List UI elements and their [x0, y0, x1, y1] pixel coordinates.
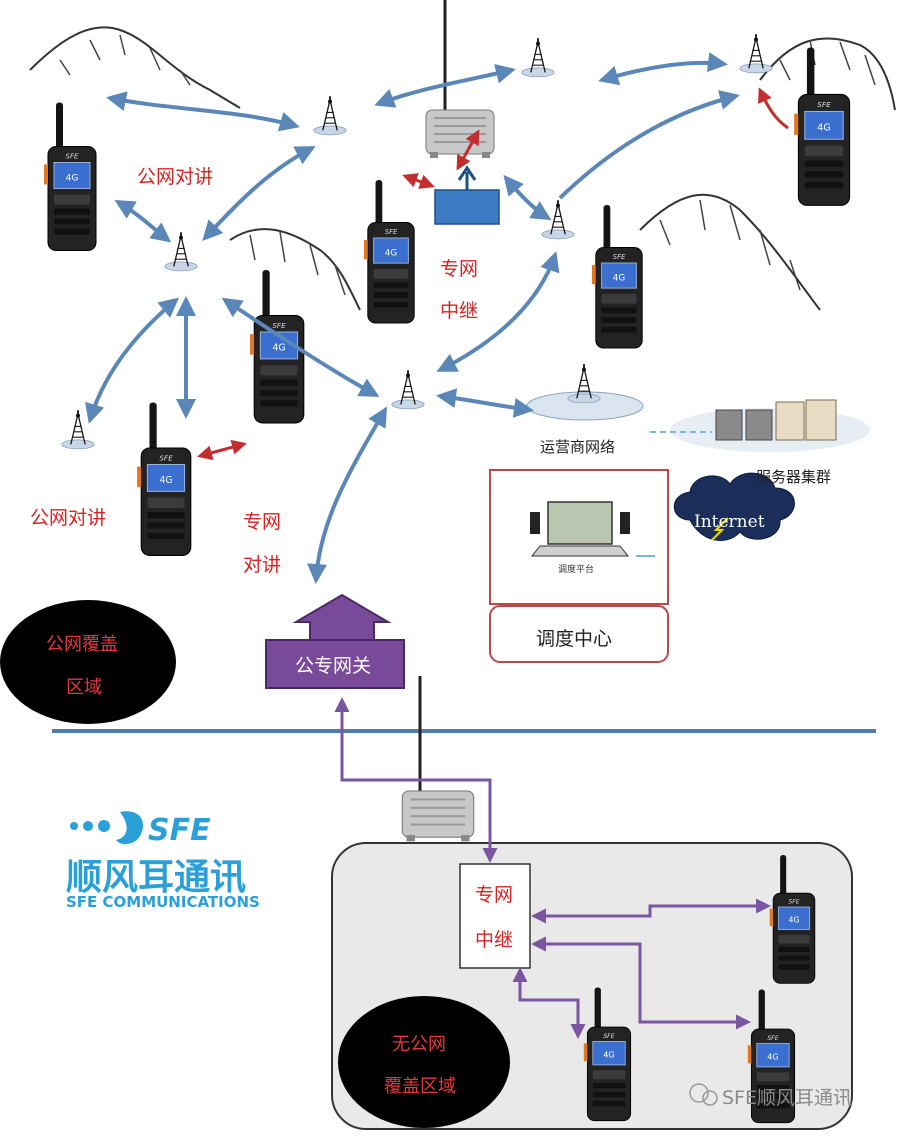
- cell-tower-icon: [520, 38, 556, 78]
- cell-tower-icon: [312, 96, 348, 136]
- label-relay-bottom-1: 专网: [475, 884, 514, 906]
- label-private-relay-top-1: 专网: [440, 258, 479, 280]
- wechat-icon: [689, 1083, 718, 1106]
- purple-links: [334, 697, 771, 1039]
- cell-tower-icon: [163, 232, 199, 272]
- blue-links: [85, 52, 740, 584]
- label-public-talk-left: 公网对讲: [30, 507, 107, 529]
- server-icon: [715, 399, 837, 441]
- mountain-sketch: [639, 193, 821, 311]
- mountain-hatch: [59, 34, 191, 86]
- repeater-icon: [401, 789, 475, 843]
- repeater-icon: [425, 109, 495, 159]
- gateway-box: [265, 639, 405, 689]
- walkie-talkie-icon: [43, 101, 97, 252]
- relay-box: [434, 189, 500, 225]
- red-links: [197, 87, 789, 461]
- walkie-talkie-icon: [136, 401, 192, 557]
- sfe-logo: SFE: [70, 811, 211, 848]
- label-no-public-1: 无公网: [392, 1034, 446, 1055]
- cloud-icon: [673, 472, 795, 541]
- label-public-talk-top: 公网对讲: [137, 166, 214, 188]
- walkie-talkie-icon: [793, 46, 851, 206]
- label-private-talk-2: 对讲: [243, 554, 282, 576]
- watermark-text: SFE顺风耳通讯: [722, 1087, 852, 1109]
- mountain-sketch: [229, 228, 361, 311]
- lightning-icon: [711, 517, 729, 541]
- relay-bottom-box: [459, 863, 531, 969]
- walkie-talkie-icon: [363, 179, 415, 324]
- label-server-cluster: 服务器集群: [756, 468, 832, 486]
- label-internet: Internet: [694, 512, 765, 532]
- walkie-talkie-icon: [591, 204, 643, 349]
- public-coverage-zone: [0, 600, 176, 724]
- label-gateway: 公专网关: [295, 655, 372, 677]
- logo-chinese-name: 顺风耳通讯: [66, 857, 247, 898]
- cell-tower-icon: [566, 364, 602, 404]
- relay-up-arrow: [457, 165, 477, 190]
- dispatch-center-box: [489, 605, 669, 663]
- cell-tower-icon: [390, 370, 426, 410]
- label-relay-bottom-2: 中继: [475, 929, 514, 951]
- label-dispatch-center: 调度中心: [536, 628, 613, 650]
- cell-tower-icon: [540, 200, 576, 240]
- label-carrier-network: 运营商网络: [540, 438, 616, 456]
- no-public-zone: [338, 996, 510, 1128]
- label-private-talk-1: 专网: [243, 511, 282, 533]
- cell-tower-icon: [738, 34, 774, 74]
- label-public-coverage-1: 公网覆盖: [46, 634, 118, 655]
- label-dispatch-platform: 调度平台: [558, 565, 595, 575]
- mountain-hatch: [249, 231, 346, 296]
- label-public-coverage-2: 区域: [66, 677, 102, 698]
- mountain-sketch: [759, 37, 896, 111]
- mountain-sketch: [29, 26, 241, 109]
- logo-english-name: SFE COMMUNICATIONS: [66, 893, 260, 911]
- label-no-public-2: 覆盖区域: [384, 1076, 456, 1097]
- laptop-icon: [530, 501, 630, 557]
- logo-brand: SFE: [148, 813, 211, 848]
- label-private-relay-top-2: 中继: [440, 300, 479, 322]
- mountain-hatch: [659, 199, 801, 291]
